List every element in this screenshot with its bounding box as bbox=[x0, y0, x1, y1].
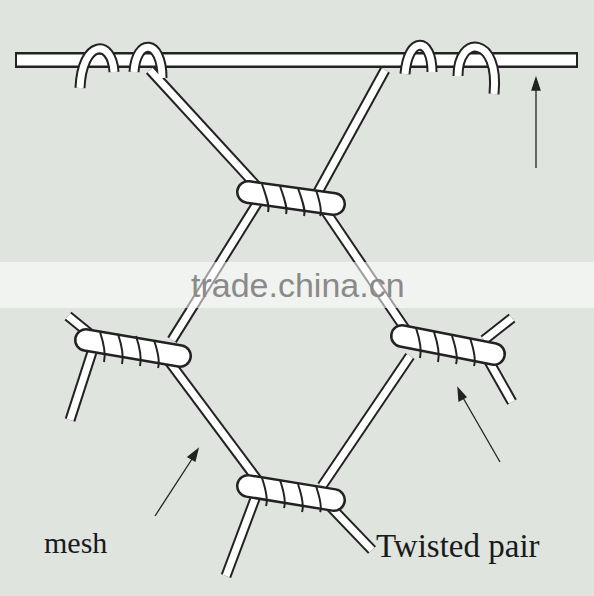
part-label: Twisted pair bbox=[376, 530, 540, 563]
watermark: trade.china.cn bbox=[191, 268, 405, 302]
part-label: mesh bbox=[44, 528, 107, 558]
